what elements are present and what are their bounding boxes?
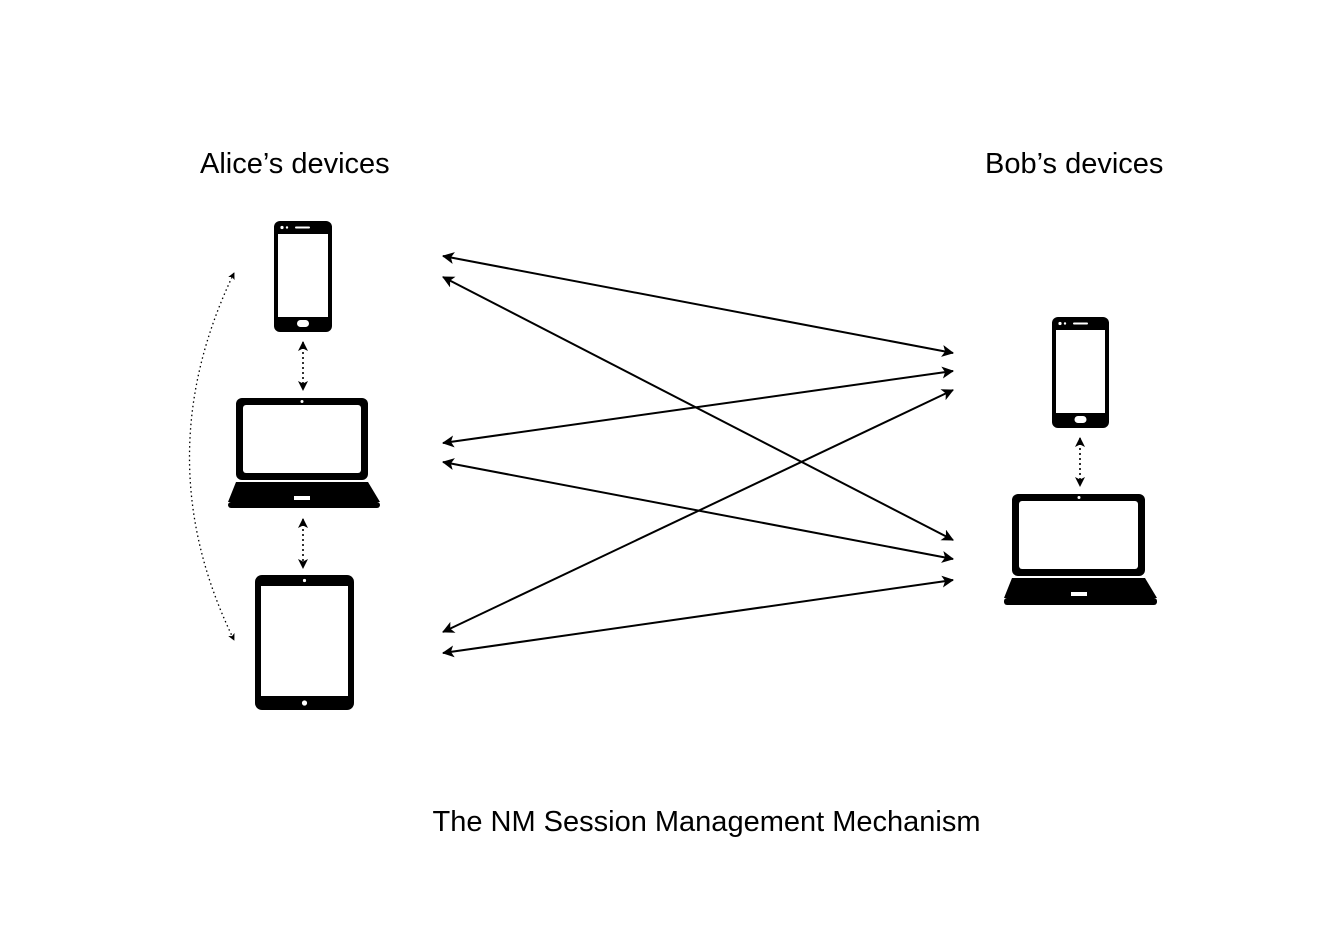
bob-phone-icon bbox=[1052, 317, 1109, 428]
diagram-caption: The NM Session Management Mechanism bbox=[432, 806, 981, 838]
session-arrow-alice-tablet-bob-laptop bbox=[442, 575, 954, 658]
session-arrow-alice-tablet-bob-phone bbox=[442, 389, 954, 633]
bob-laptop-icon bbox=[1004, 494, 1157, 605]
alice-phone-icon bbox=[274, 221, 332, 332]
session-arrow-alice-phone-bob-phone bbox=[442, 252, 954, 357]
session-arrow-alice-phone-bob-laptop bbox=[442, 276, 954, 541]
alice-tablet-icon bbox=[255, 575, 354, 710]
sync-arrow-alice-phone-tablet bbox=[188, 272, 235, 641]
bob-devices-label: Bob’s devices bbox=[985, 148, 1164, 180]
alice-devices-label: Alice’s devices bbox=[200, 148, 390, 180]
alice-laptop-icon bbox=[228, 398, 380, 508]
session-arrow-alice-laptop-bob-phone bbox=[442, 366, 954, 448]
